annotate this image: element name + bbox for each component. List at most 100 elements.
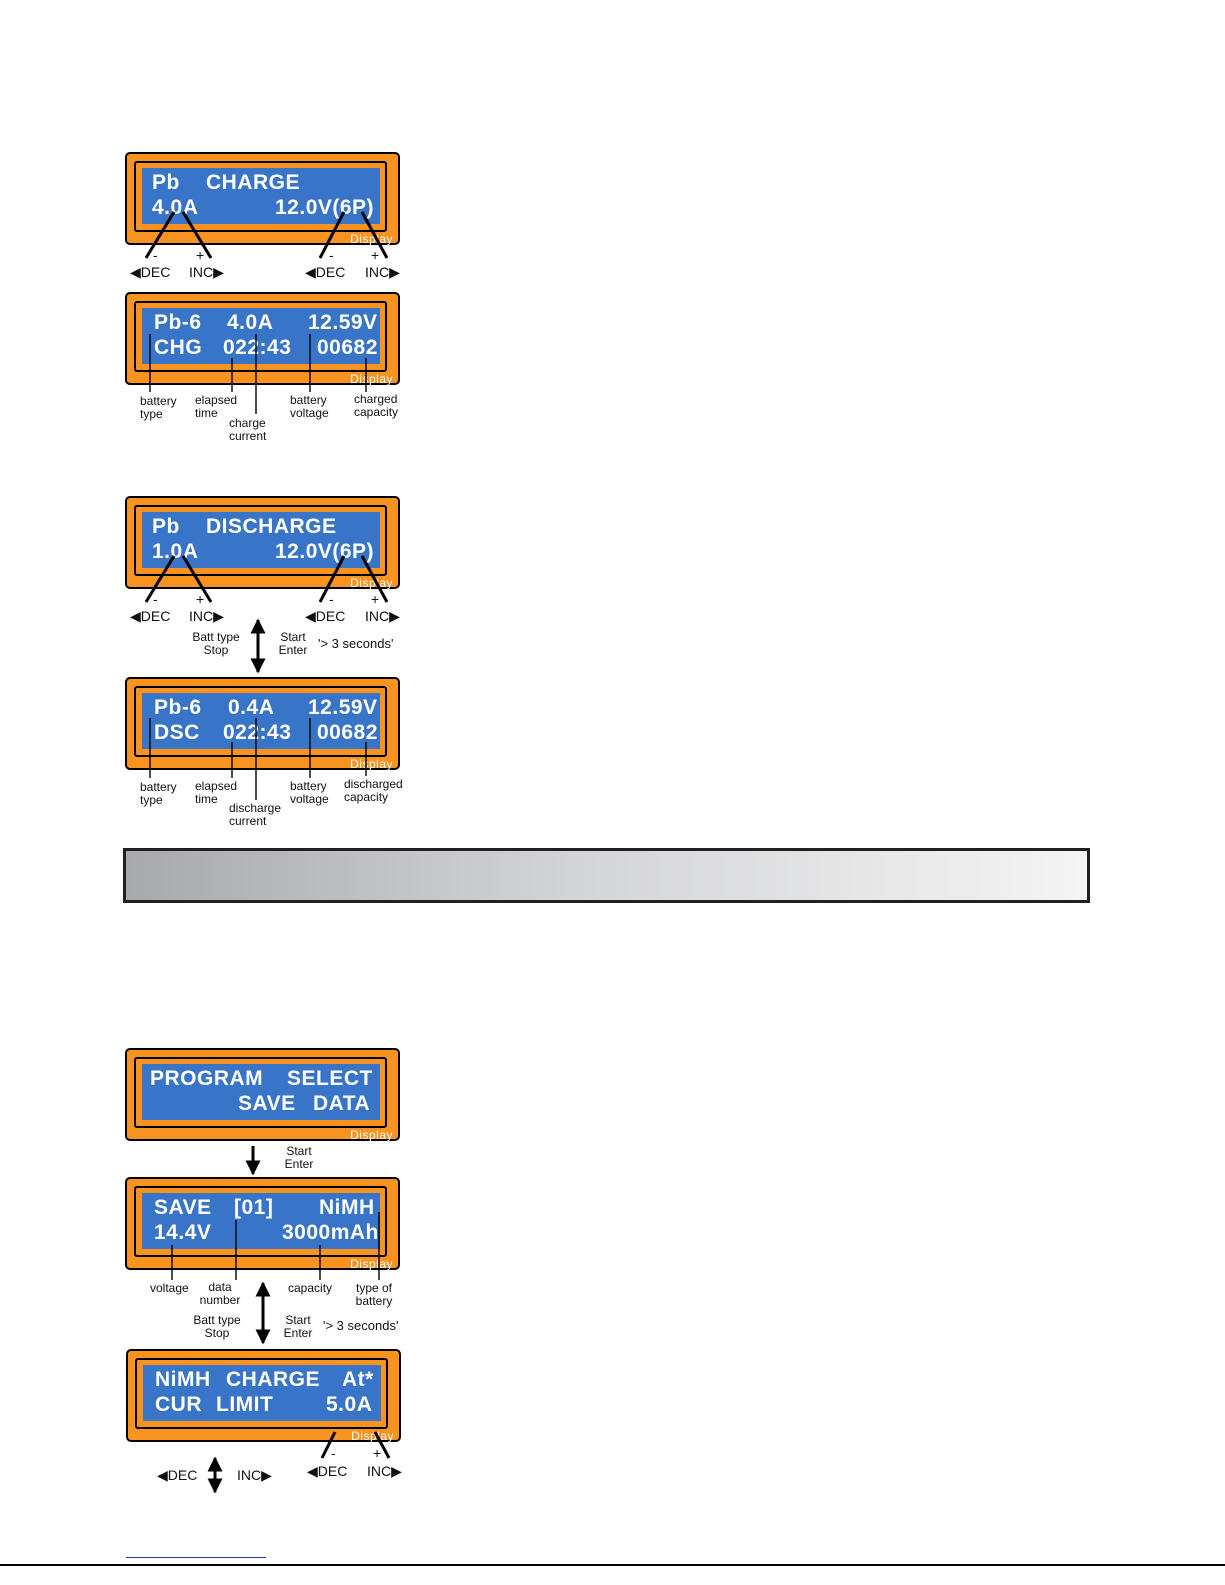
annotation-text: battery (140, 394, 177, 408)
dec-text: DEC (315, 264, 346, 280)
footer-link-underline (126, 1557, 266, 1558)
inc-key-label: INC▶ (189, 265, 224, 279)
hold-duration-label: '> 3 seconds' (323, 1318, 399, 1333)
annotation-text: voltage (290, 406, 329, 420)
key-text: Enter (278, 643, 308, 657)
lcd-text: 12.0V(6P) (275, 196, 375, 219)
annotation-text: discharge (229, 801, 282, 815)
annotation-text: elapsed (195, 779, 238, 793)
section-header-bar (123, 848, 1090, 903)
plus-sign: + (371, 247, 380, 263)
lcd-text: NiMH (319, 1196, 375, 1219)
lcd-text: LIMIT (216, 1393, 274, 1416)
inc-text: INC (189, 608, 214, 624)
annotation-text: voltage (290, 792, 329, 806)
annotation-text: time (195, 406, 218, 420)
right-triangle-icon: ▶ (391, 1463, 402, 1479)
dec-key-label: ◀DEC (305, 609, 345, 623)
annotation-text: capacity (354, 405, 399, 419)
annotation-text: battery (290, 779, 327, 793)
annotation-voltage: voltage (150, 1281, 189, 1295)
key-text: Enter (284, 1157, 314, 1171)
annotation-text: type (140, 407, 163, 421)
annotation-text: capacity (344, 790, 389, 804)
lcd-text: DATA (313, 1092, 371, 1115)
inc-text: INC (189, 264, 214, 280)
annotation-text: charged (354, 392, 398, 406)
annotation-text: battery (140, 780, 177, 794)
lcd-text: 12.0V(6P) (275, 540, 375, 563)
inc-key-label: INC▶ (365, 265, 400, 279)
minus-sign: - (329, 591, 334, 607)
display-label: Display (350, 372, 393, 386)
plus-sign: + (196, 591, 205, 607)
lcd-text: CUR (155, 1393, 202, 1416)
lcd-text: 0.4A (228, 696, 275, 719)
right-triangle-icon: ▶ (261, 1467, 272, 1483)
minus-sign: - (329, 247, 334, 263)
lcd-text: SAVE (238, 1092, 296, 1115)
annotation-text: type (140, 793, 163, 807)
lcd-frame (134, 505, 387, 576)
minus-sign: - (153, 247, 158, 263)
display-label: Display (350, 576, 393, 590)
annotation-text: current (229, 429, 267, 443)
inc-text: INC (237, 1467, 262, 1483)
annotation-text: type of (355, 1281, 393, 1295)
dec-text: DEC (167, 1467, 198, 1483)
left-triangle-icon: ◀ (130, 264, 141, 280)
plus-sign: + (196, 247, 205, 263)
lcd-text: PROGRAM (150, 1067, 264, 1090)
lcd-text: 3000mAh (282, 1221, 379, 1244)
dec-text: DEC (315, 608, 346, 624)
annotation-text: time (195, 792, 218, 806)
footer-rule (0, 1564, 1225, 1566)
lcd-text: SAVE (154, 1196, 212, 1219)
hold-duration-label: '> 3 seconds' (318, 636, 394, 651)
lcd-text: 4.0A (227, 311, 274, 334)
lcd-text: 1.0A (152, 540, 199, 563)
left-triangle-icon: ◀ (305, 608, 316, 624)
lcd-text: 5.0A (326, 1393, 373, 1416)
dec-text: DEC (140, 264, 171, 280)
lcd-frame (134, 301, 387, 372)
plus-sign: + (373, 1445, 382, 1461)
inc-text: INC (365, 264, 390, 280)
dec-key-label: ◀DEC (157, 1468, 197, 1482)
lcd-text: 00682 (317, 336, 378, 359)
display-label: Display (350, 1128, 393, 1142)
annotation-text: elapsed (195, 393, 238, 407)
right-triangle-icon: ▶ (389, 608, 400, 624)
left-triangle-icon: ◀ (130, 608, 141, 624)
inc-key-label: INC▶ (365, 609, 400, 623)
lcd-text: DSC (154, 721, 200, 744)
lcd-text: Pb-6 (154, 696, 202, 719)
right-triangle-icon: ▶ (213, 608, 224, 624)
lcd-frame (135, 1358, 388, 1429)
lcd-frame (134, 686, 387, 757)
annotation-text: current (229, 814, 267, 828)
lcd-text: 4.0A (152, 196, 199, 219)
dec-key-label: ◀DEC (130, 609, 170, 623)
key-text: Start (280, 630, 306, 644)
inc-key-label: INC▶ (367, 1464, 402, 1478)
annotation-text: battery (290, 393, 327, 407)
